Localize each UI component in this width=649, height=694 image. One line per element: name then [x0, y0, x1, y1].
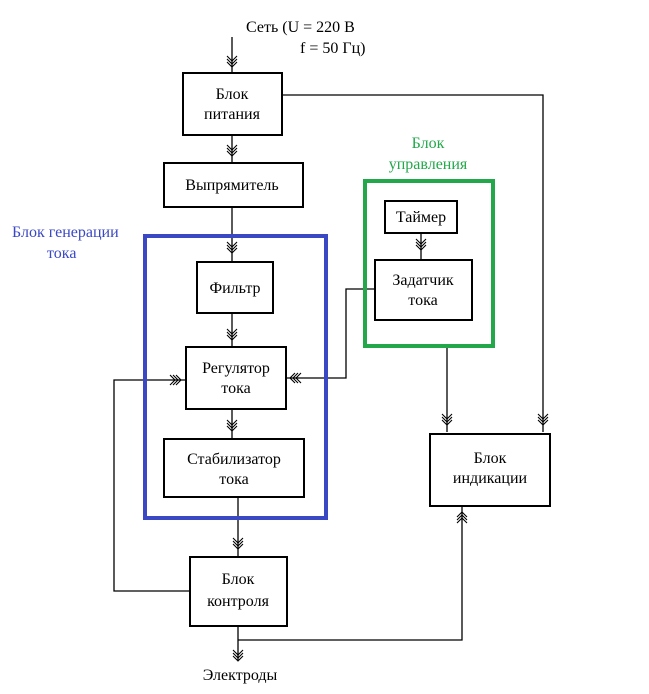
generation-group-label-line1: Блок генерации [12, 224, 119, 241]
stabilizer-block-label-line1: Стабилизатор [187, 451, 281, 468]
power-block: Блок питания [182, 72, 283, 136]
filter-block: Фильтр [196, 261, 274, 314]
regulator-block: Регулятор тока [185, 346, 287, 410]
setter-block-label-line2: тока [408, 292, 437, 309]
filter-block-label: Фильтр [209, 280, 260, 297]
monitor-block-label-line2: контроля [207, 593, 269, 610]
timer-block-label: Таймер [396, 209, 446, 226]
monitor-block-label-line1: Блок [222, 571, 255, 588]
power-block-label-line2: питания [204, 106, 261, 123]
indicator-block-label-line1: Блок [474, 450, 507, 467]
power-block-label-line1: Блок [216, 86, 249, 103]
regulator-block-label-line2: тока [221, 380, 250, 397]
rectifier-block-label: Выпрямитель [185, 177, 278, 194]
generation-group-label-line2: тока [47, 245, 76, 262]
generation-group-frame [143, 234, 328, 520]
setter-block-label-line1: Задатчик [392, 272, 454, 289]
setter-block: Задатчик тока [374, 259, 473, 321]
indicator-block: Блок индикации [429, 433, 551, 507]
control-group-frame [363, 179, 495, 348]
rectifier-block: Выпрямитель [163, 162, 304, 208]
output-label: Электроды [203, 667, 278, 684]
stabilizer-block: Стабилизатор тока [163, 438, 305, 498]
control-group-label-line2: управления [389, 156, 468, 173]
input-label-line2: f = 50 Гц) [300, 40, 366, 57]
control-group-label-line1: Блок [412, 135, 445, 152]
monitor-block: Блок контроля [189, 556, 288, 627]
connections [113, 37, 544, 660]
indicator-block-label-line2: индикации [453, 470, 528, 487]
regulator-block-label-line1: Регулятор [202, 360, 270, 377]
input-label-line1: Сеть (U = 220 В [246, 19, 355, 36]
timer-block: Таймер [384, 200, 458, 234]
stabilizer-block-label-line2: тока [219, 471, 248, 488]
